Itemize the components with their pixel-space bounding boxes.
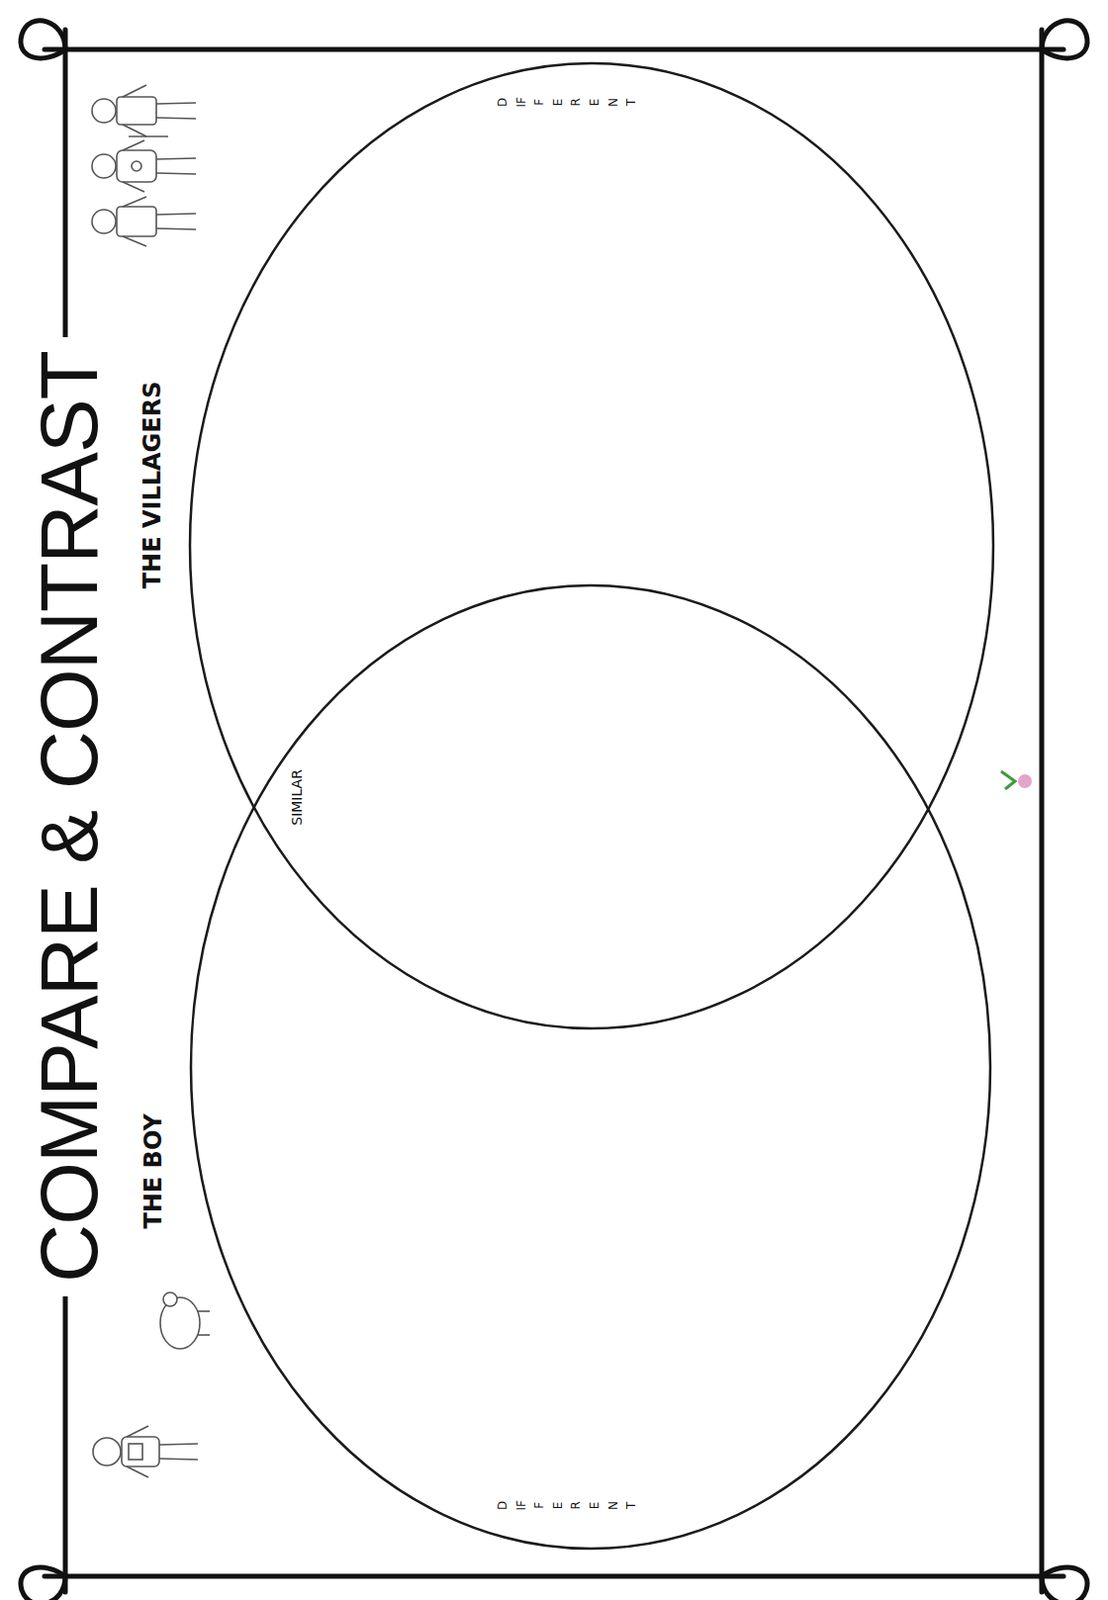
frame: [20, 20, 1088, 1600]
different-label: DIFFERENT: [493, 95, 642, 108]
circle-outline: [188, 583, 993, 1552]
different-label: DIFFERENT: [493, 1499, 642, 1512]
logo-mark: [1001, 771, 1032, 790]
worksheet-title: COMPARE & CONTRAST: [26, 337, 112, 1297]
circle-outline: [187, 61, 996, 1031]
similar-label: SIMILAR: [288, 769, 306, 827]
boy-illustration: [92, 1292, 210, 1478]
villagers-illustration: [92, 85, 196, 247]
sheep-illustration: [160, 1292, 210, 1350]
circle-heading: THE BOY: [139, 1113, 169, 1229]
venn-circle: THE BOYDIFFERENT: [188, 583, 993, 1552]
circle-heading: THE VILLAGERS: [139, 380, 169, 589]
venn-circle: THE VILLAGERSDIFFERENT: [187, 61, 996, 1031]
